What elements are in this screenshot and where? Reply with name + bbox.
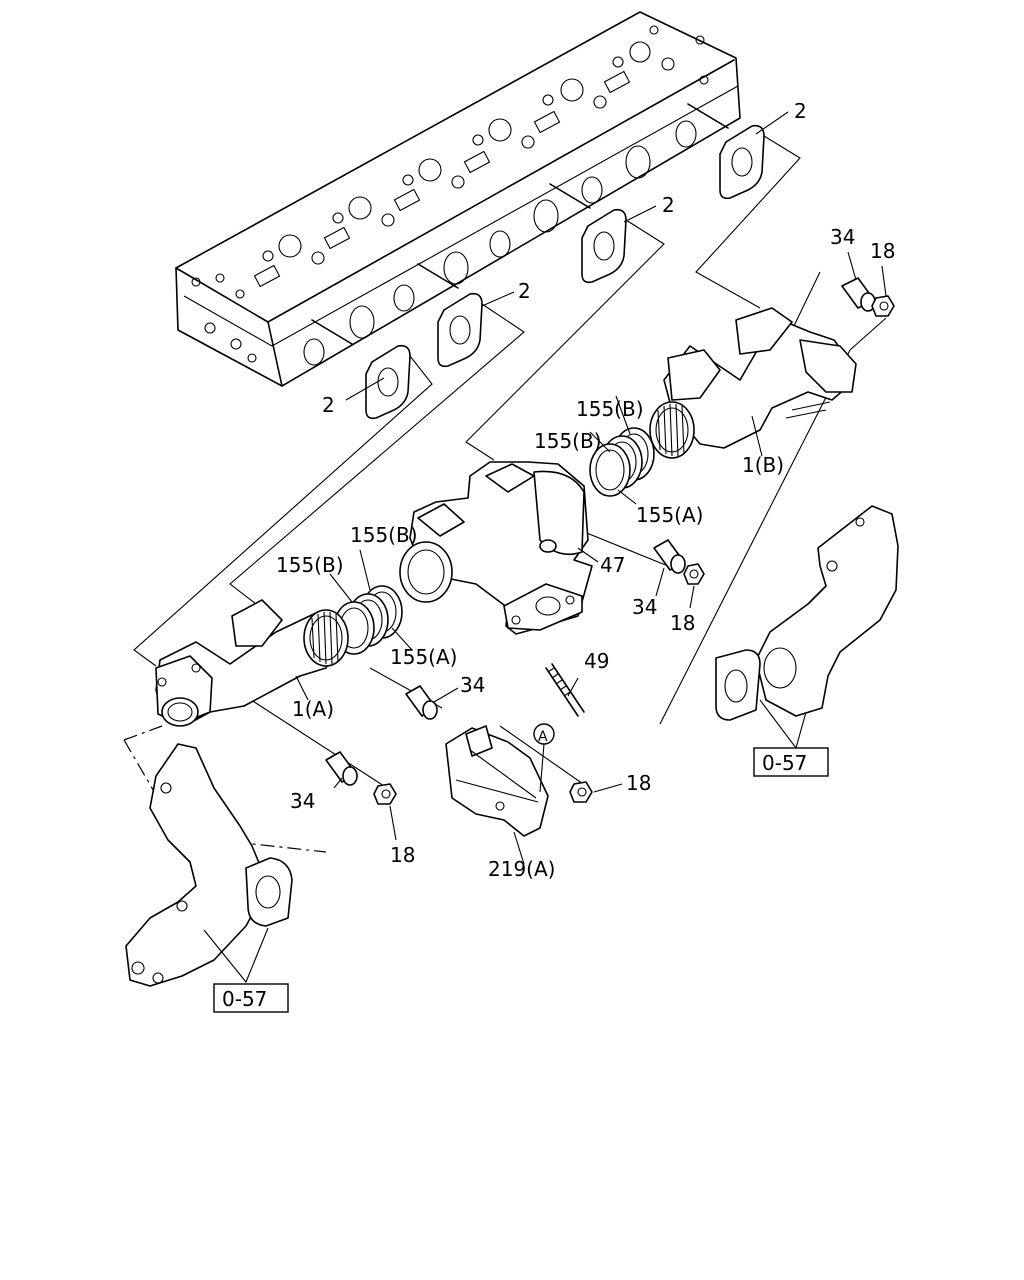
- spacer-top: [841, 277, 876, 312]
- ref-left-leader: [203, 927, 269, 984]
- callout-labels: 2 2 2 2 34 18 155(B) 155(B) 155(A) 1(B) …: [276, 99, 895, 881]
- callout-gasket-4: 2: [794, 99, 807, 123]
- ref-label-left: 0-57: [222, 987, 267, 1011]
- manifold-gasket-1: [365, 344, 411, 420]
- callout-ring-a-low: 155(A): [390, 645, 457, 669]
- callout-stud: 49: [584, 649, 609, 673]
- nut-bracket: [569, 781, 593, 803]
- ref-manifold-right: [715, 505, 899, 721]
- bracket: [445, 725, 549, 837]
- assembly-lines: [133, 135, 887, 787]
- callout-gasket-3: 2: [662, 193, 675, 217]
- nut-mid: [683, 563, 705, 585]
- manifold-gasket-4: [719, 124, 765, 200]
- seal-ring-a-top: [589, 443, 631, 497]
- exhaust-pipe-b: [649, 307, 857, 459]
- center-connector: [399, 461, 593, 635]
- callout-nut-top: 18: [870, 239, 895, 263]
- callout-spacer-center: 34: [460, 673, 485, 697]
- callout-gasket-2: 2: [518, 279, 531, 303]
- callout-gasket-1: 2: [322, 393, 335, 417]
- callout-pipe-b: 1(B): [742, 453, 784, 477]
- callout-nut-mid: 18: [670, 611, 695, 635]
- spacer-center: [405, 685, 438, 720]
- callout-bracket: 219(A): [488, 857, 555, 881]
- nut-low: [373, 783, 397, 805]
- manifold-gasket-2: [437, 292, 483, 368]
- callout-ring-b-top-1: 155(B): [576, 397, 644, 421]
- exhaust-pipe-a: [155, 599, 349, 727]
- center-line-left: [123, 725, 163, 741]
- callout-nut-bracket: 18: [626, 771, 651, 795]
- ref-box-right: 0-57: [753, 747, 829, 777]
- callout-ring-b-low-2: 155(B): [276, 553, 344, 577]
- stud: [545, 663, 585, 717]
- callout-ring-b-low-1: 155(B): [350, 523, 418, 547]
- view-marker: [533, 723, 555, 793]
- callout-ring-b-top-2: 155(B): [534, 429, 602, 453]
- manifold-gasket-3: [581, 208, 627, 284]
- view-marker-label: A: [538, 729, 548, 745]
- leader-lines: [295, 111, 887, 865]
- ref-box-left: 0-57: [213, 983, 289, 1013]
- callout-nut-low: 18: [390, 843, 415, 867]
- spacer-low: [325, 751, 358, 786]
- callout-spacer-top: 34: [830, 225, 855, 249]
- ref-manifold-left: [125, 743, 293, 987]
- callout-pipe-a: 1(A): [292, 697, 334, 721]
- callout-spacer-low: 34: [290, 789, 315, 813]
- spacer-mid: [653, 539, 686, 574]
- center-line-left-2: [179, 835, 327, 853]
- nut-top: [871, 295, 895, 317]
- callout-ring-a-top: 155(A): [636, 503, 703, 527]
- head-studs: [311, 103, 729, 345]
- callout-spacer-mid: 34: [632, 595, 657, 619]
- cylinder-head: [175, 11, 741, 387]
- ref-label-right: 0-57: [762, 751, 807, 775]
- callout-connector: 47: [600, 553, 625, 577]
